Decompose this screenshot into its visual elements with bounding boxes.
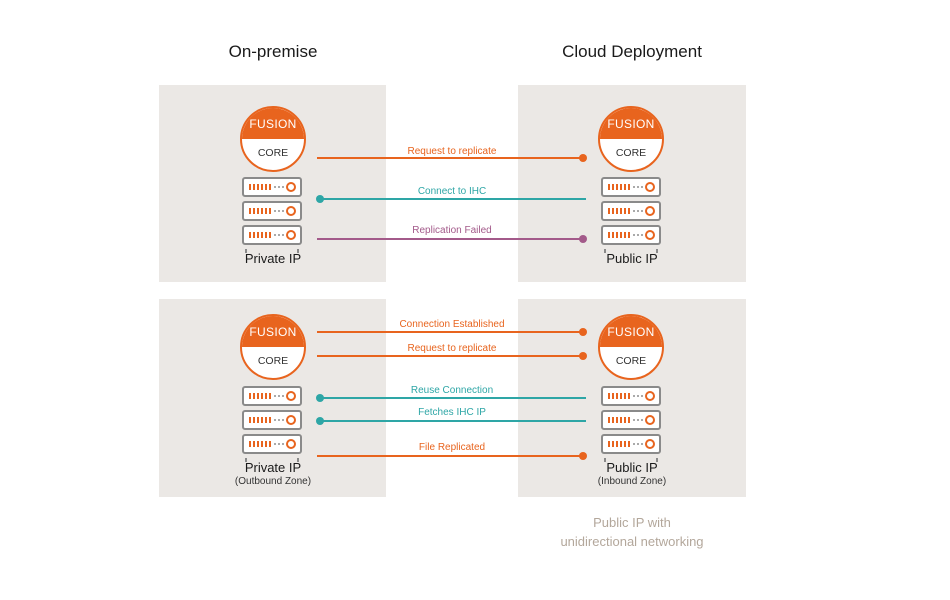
connection-endpoint-dot [579, 352, 587, 360]
connection-endpoint-dot [316, 394, 324, 402]
badge-fusion-label: FUSION [600, 108, 662, 139]
footnote: Public IP with unidirectional networking [520, 513, 744, 551]
server-rack-icon [601, 386, 661, 462]
footnote-line-2: unidirectional networking [560, 534, 704, 549]
badge-fusion-label: FUSION [242, 108, 304, 139]
connection-label: Reuse Connection [410, 385, 494, 396]
inbound-zone-label: (Inbound Zone) [597, 476, 667, 487]
public-ip-label: Public IP [606, 460, 658, 475]
badge-fusion-label: FUSION [242, 316, 304, 347]
connection-label: Fetches IHC IP [418, 407, 486, 418]
public-ip-label: Public IP [606, 251, 658, 266]
cloud-deployment-title: Cloud Deployment [562, 42, 702, 61]
badge-core-label: CORE [615, 147, 647, 159]
badge-fusion-label: FUSION [600, 316, 662, 347]
connection-endpoint-dot [579, 328, 587, 336]
connection-label: Request to replicate [407, 146, 497, 157]
outbound-zone-label: (Outbound Zone) [234, 476, 312, 487]
server-rack-icon [242, 386, 302, 462]
on-premise-title: On-premise [228, 42, 318, 61]
connection-endpoint-dot [316, 195, 324, 203]
connection-endpoint-dot [316, 417, 324, 425]
footnote-line-1: Public IP with [593, 515, 671, 530]
connection-endpoint-dot [579, 452, 587, 460]
connection-label: File Replicated [418, 442, 486, 453]
fusion-core-badge: FUSION CORE [240, 314, 306, 380]
private-ip-label: Private IP [244, 251, 302, 266]
fusion-core-badge: FUSION CORE [598, 314, 664, 380]
connection-label: Connection Established [399, 319, 505, 330]
fusion-core-badge: FUSION CORE [598, 106, 664, 172]
connection-label: Request to replicate [407, 343, 497, 354]
connection-label: Connect to IHC [417, 186, 487, 197]
server-rack-icon [242, 177, 302, 253]
private-ip-label: Private IP [244, 460, 302, 475]
server-rack-icon [601, 177, 661, 253]
connection-label: Replication Failed [412, 225, 492, 236]
connection-endpoint-dot [579, 235, 587, 243]
connection-endpoint-dot [579, 154, 587, 162]
fusion-core-badge: FUSION CORE [240, 106, 306, 172]
badge-core-label: CORE [257, 355, 289, 367]
badge-core-label: CORE [615, 355, 647, 367]
badge-core-label: CORE [257, 147, 289, 159]
